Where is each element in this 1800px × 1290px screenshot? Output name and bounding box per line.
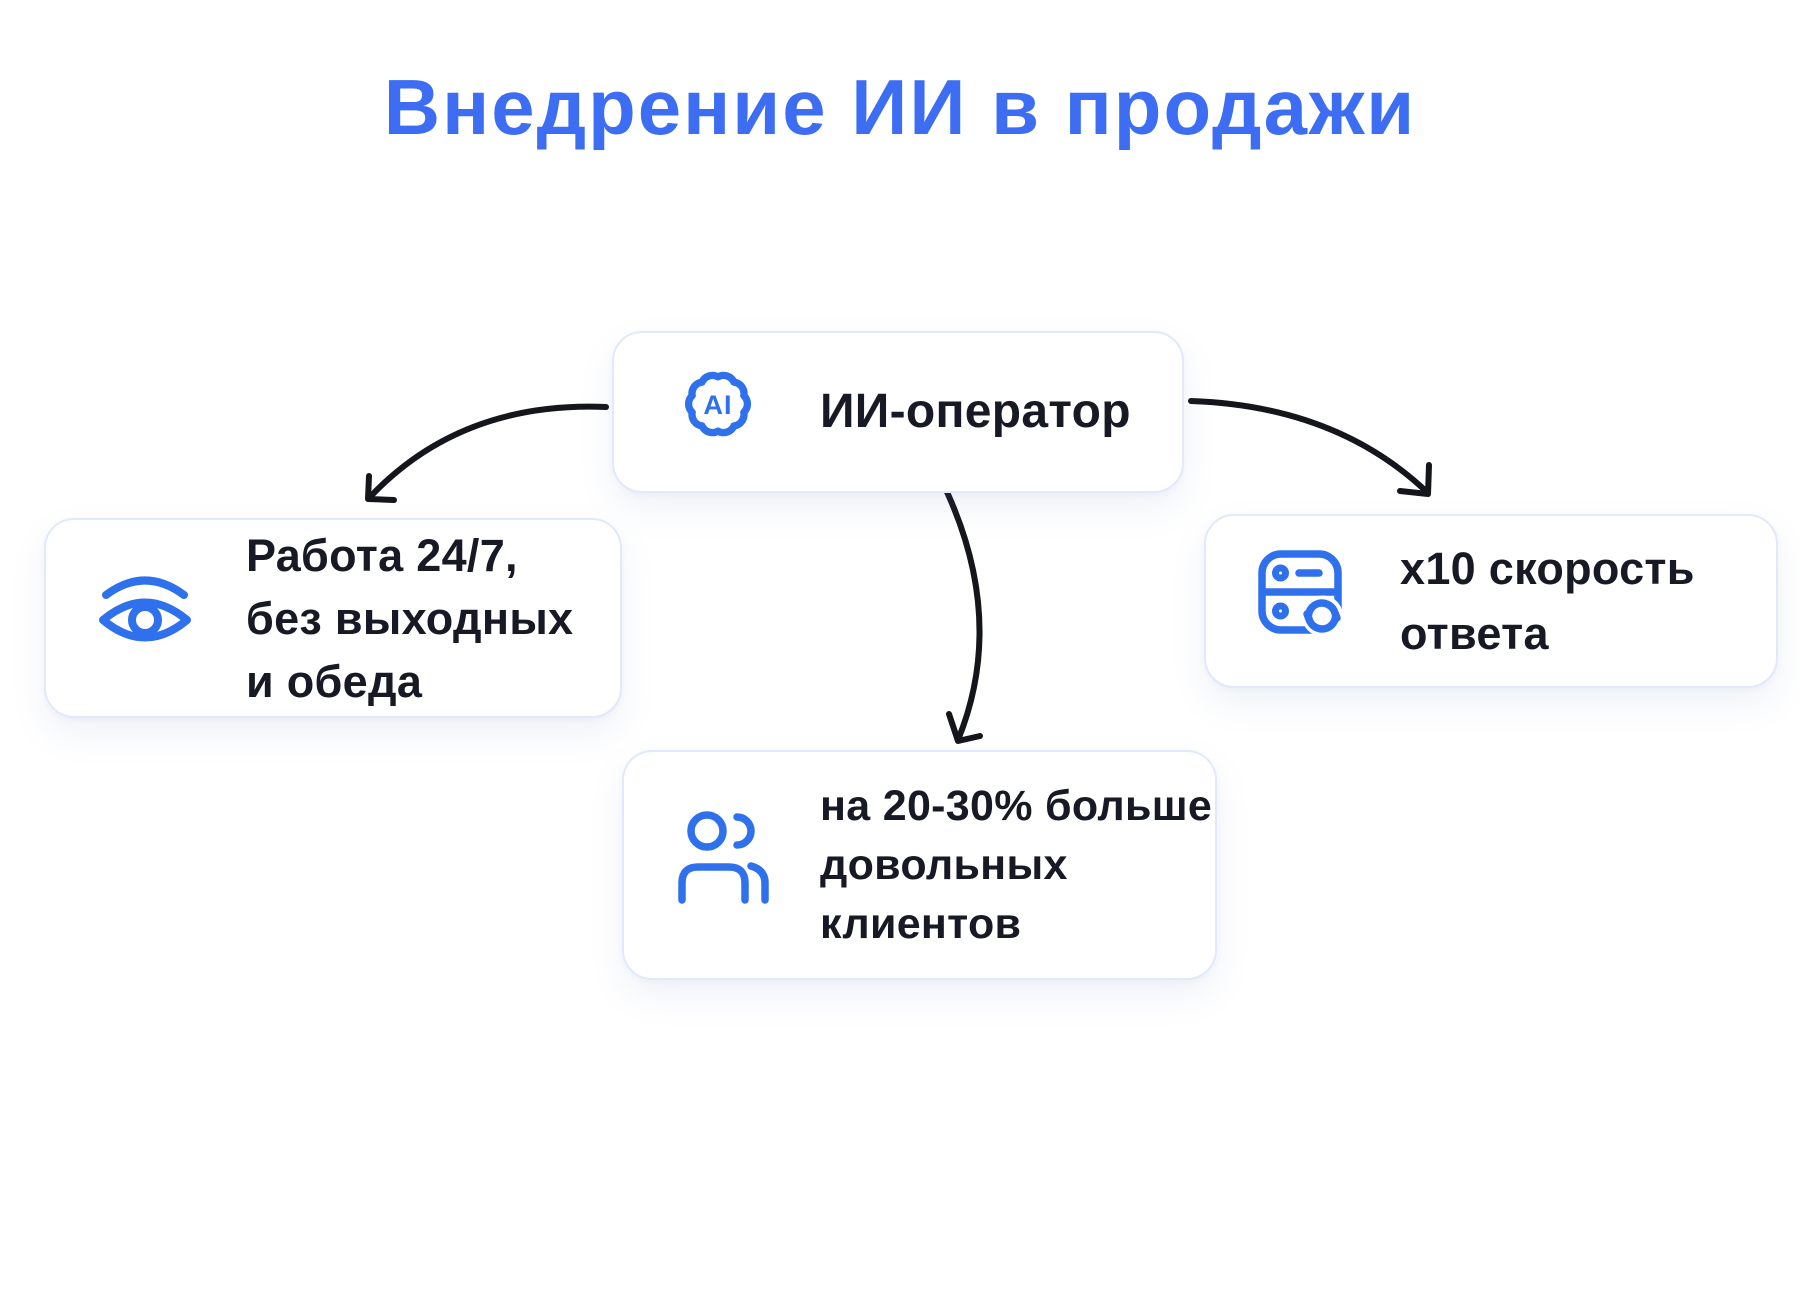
speed-text: x10 скорость ответа <box>1400 543 1695 659</box>
satisfaction-text: на 20-30% больше довольных клиентов <box>820 781 1213 948</box>
page-title: Внедрение ИИ в продажи <box>383 63 1417 151</box>
ai-badge-icon: AI <box>671 357 765 451</box>
center-card-label: ИИ-оператор <box>820 385 1131 438</box>
svg-text:AI: AI <box>703 389 732 420</box>
card-response-speed: x10 скорость ответа <box>1204 514 1778 688</box>
card-ai-operator: AI ИИ-оператор <box>612 331 1184 493</box>
arrow-to-bottom-card <box>944 489 983 744</box>
server-sync-icon <box>1254 546 1349 641</box>
people-icon <box>677 810 777 904</box>
card-availability: Работа 24/7, без выходных и обеда <box>44 518 622 718</box>
arrow-to-right-card <box>1188 398 1432 497</box>
availability-text: Работа 24/7, без выходных и обеда <box>246 529 574 707</box>
card-happy-clients: на 20-30% больше довольных клиентов <box>622 750 1217 980</box>
arrow-to-left-card <box>365 403 609 503</box>
eye-icon <box>96 564 194 656</box>
